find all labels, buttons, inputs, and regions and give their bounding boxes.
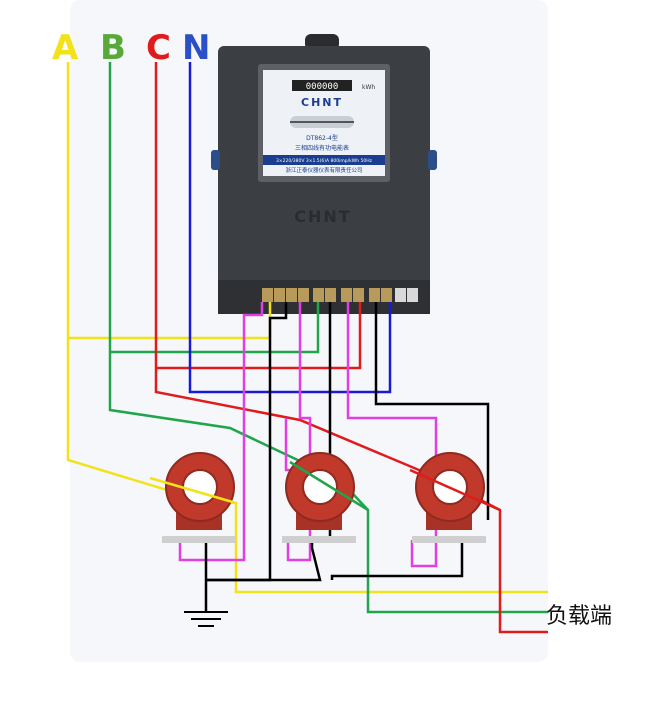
phase-b-through-ct2 (289, 460, 369, 512)
meter-manufacturer: 浙江正泰仪器仪表有限责任公司 (285, 166, 362, 174)
phase-label-a: A (52, 28, 79, 68)
meter-side-clip-right (428, 150, 437, 170)
meter-model: DT862-4型 (306, 134, 338, 142)
meter-terminals (262, 288, 418, 302)
meter-rating: 3×220/380V 3×1.5(6)A 800imp/kWh 50Hz (276, 158, 373, 164)
phase-c-voltage-wire (156, 302, 362, 370)
phase-c-through-ct3 (409, 468, 501, 512)
ct1-secondary-s1 (178, 302, 264, 562)
current-transformer-1 (162, 452, 236, 543)
phase-label-c: C (146, 28, 171, 68)
meter-unit: kWh (362, 84, 375, 91)
meter-brand-embossed: CHNT (294, 207, 351, 226)
meter-disc (290, 121, 354, 123)
ct2-secondary-s2 (206, 540, 322, 582)
meter-reading: 000000 (306, 82, 339, 92)
phase-b-voltage-wire (110, 302, 320, 354)
ground-icon (184, 580, 228, 627)
meter-side-clip-left (211, 150, 220, 170)
ct3-secondary-s2 (330, 540, 464, 580)
phase-label-b: B (100, 28, 126, 68)
ct3-return-to-meter (374, 302, 490, 520)
load-end-label: 负载端 (546, 604, 613, 629)
energy-meter: 000000 kWh CHNT DT862-4型 三相四线有功电能表 3×220… (211, 34, 437, 314)
meter-rating-strip (263, 155, 385, 165)
meter-brand-plate: CHNT (301, 96, 343, 109)
phase-label-n: N (182, 28, 211, 68)
neutral-wire (188, 62, 392, 394)
meter-register (292, 80, 352, 91)
phase-a-through-ct1 (149, 476, 237, 505)
meter-description: 三相四线有功电能表 (295, 144, 349, 152)
